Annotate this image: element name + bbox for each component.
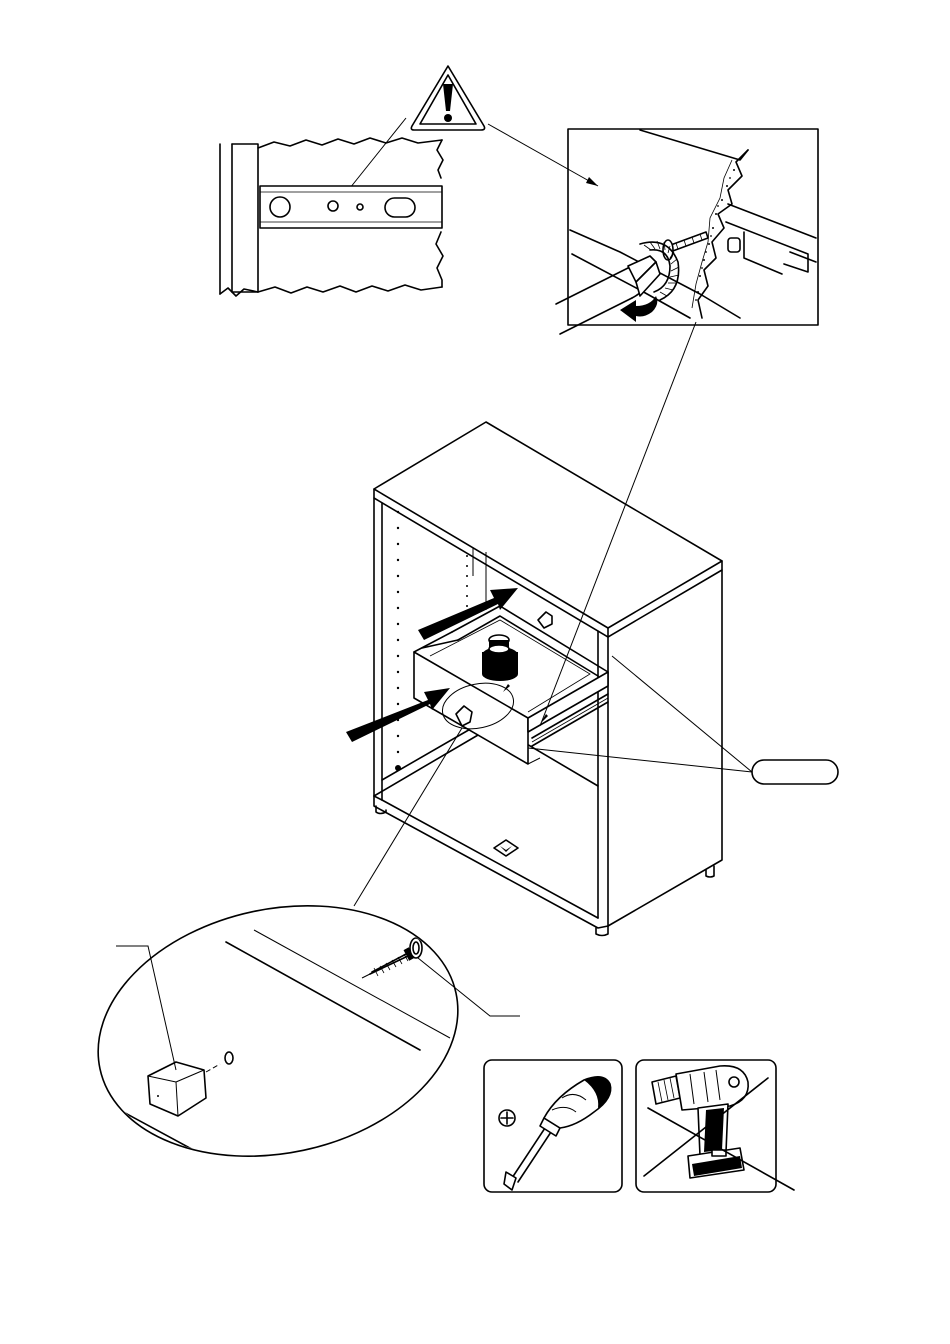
tool-drill-forbidden [636, 1060, 794, 1192]
wedge-screw-zoom [75, 874, 520, 1188]
leader-side-to-callout [612, 656, 752, 772]
push-arrow-upper [418, 588, 518, 640]
part-callout [752, 760, 838, 784]
leader-ring-to-zoom [354, 728, 462, 906]
cordless-drill-icon [652, 1066, 748, 1178]
screw-detail-box [556, 129, 818, 334]
leader-warning-to-detail [488, 124, 598, 186]
runner-hole-detail [220, 138, 443, 296]
warning-triangle-icon [411, 66, 484, 130]
tool-screwdriver-allowed [484, 1060, 622, 1192]
push-arrow-lower [346, 688, 450, 742]
leader-front-to-callout [528, 748, 752, 772]
phillips-plus-icon [499, 1110, 515, 1126]
leader-arrowhead [586, 177, 598, 186]
screwdriver-icon [504, 1077, 611, 1190]
